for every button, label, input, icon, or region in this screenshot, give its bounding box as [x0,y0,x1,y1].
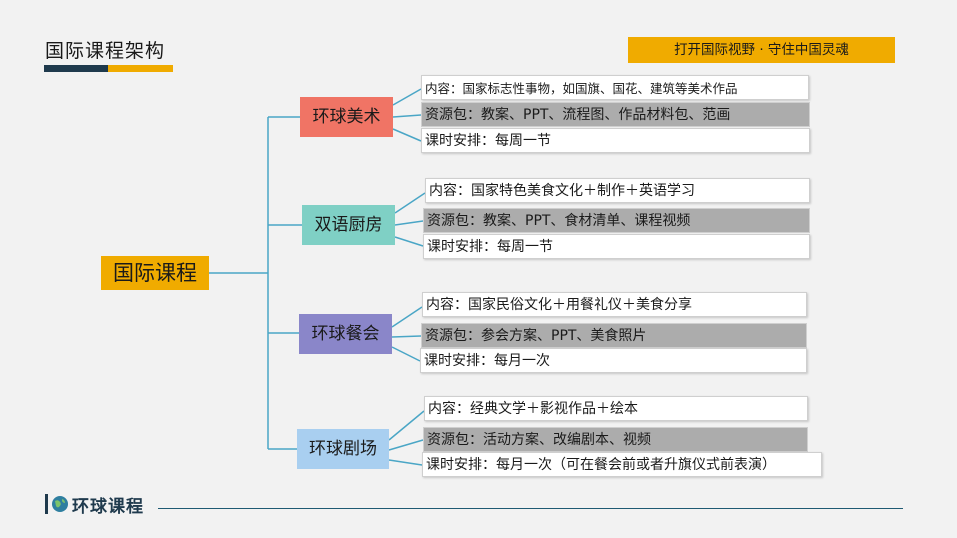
detail-schedule-banquet: 课时安排：每月一次 [420,348,807,373]
category-node-banquet: 环球餐会 [299,314,392,354]
detail-content-art: 内容：国家标志性事物，如国旗、国花、建筑等美术作品 [421,75,809,100]
category-node-theater: 环球剧场 [297,429,389,469]
detail-schedule-theater: 课时安排：每月一次（可在餐会前或者升旗仪式前表演） [422,452,822,477]
logo-bar [45,494,48,514]
detail-schedule-art: 课时安排：每周一节 [421,128,810,153]
root-node: 国际课程 [101,256,209,290]
slogan-banner: 打开国际视野 · 守住中国灵魂 [628,37,895,63]
detail-resources-art: 资源包：教案、PPT、流程图、作品材料包、范画 [421,102,810,127]
category-node-kitchen: 双语厨房 [302,205,395,245]
detail-resources-theater: 资源包：活动方案、改编剧本、视频 [423,427,808,452]
logo-text: 环球课程 [72,496,144,517]
globe-icon [52,496,68,512]
page-title: 国际课程架构 [45,40,166,62]
detail-resources-kitchen: 资源包：教案、PPT、食材清单、课程视频 [423,208,810,233]
category-node-art: 环球美术 [300,97,393,137]
title-underline-gold [108,65,173,72]
detail-content-banquet: 内容：国家民俗文化＋用餐礼仪＋美食分享 [422,292,807,317]
detail-schedule-kitchen: 课时安排：每周一节 [423,234,810,259]
detail-content-kitchen: 内容：国家特色美食文化＋制作＋英语学习 [425,178,810,203]
detail-resources-banquet: 资源包：参会方案、PPT、美食照片 [421,323,807,348]
footer-divider [158,508,903,509]
title-underline-dark [44,65,108,72]
detail-content-theater: 内容：经典文学＋影视作品＋绘本 [424,396,808,421]
brand-logo: 环球课程 [45,492,144,517]
